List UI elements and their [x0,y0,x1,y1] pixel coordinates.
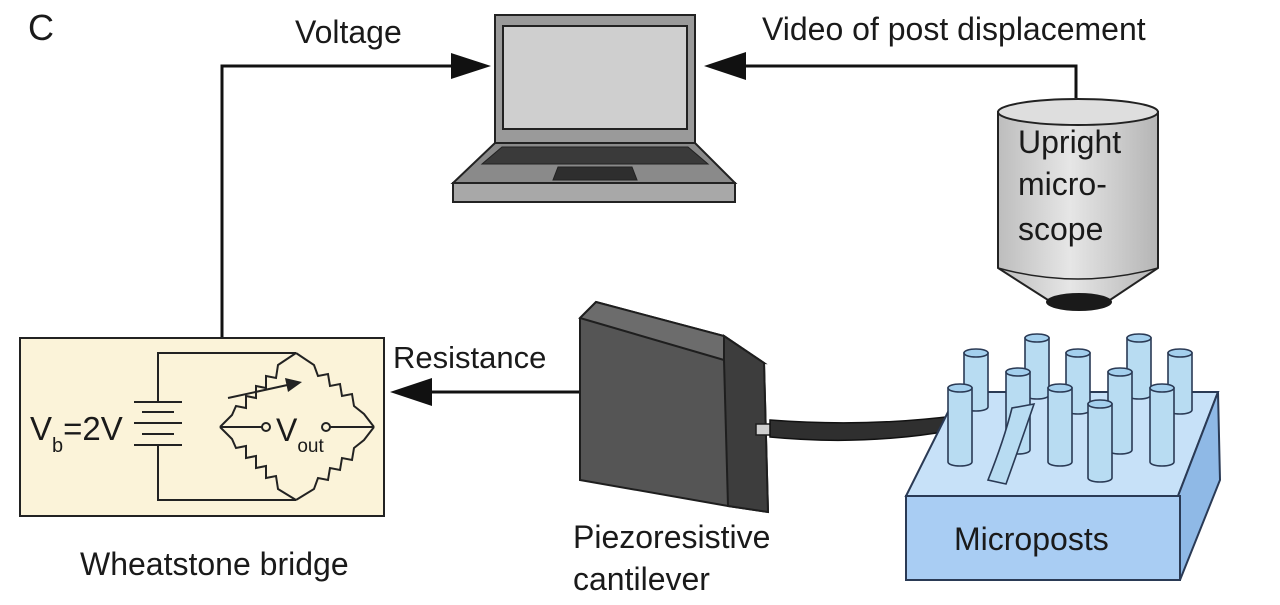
vb-value: =2V [63,410,123,447]
cantilever-label-line-1: Piezoresistive [573,519,770,555]
wheatstone-bridge-caption: Wheatstone bridge [80,546,349,582]
micropost [1107,367,1133,455]
objective-lens-icon [1046,293,1112,311]
vb-subscript: b [52,435,63,457]
substrate-front-face [905,495,1181,581]
resistance-signal-line [390,378,582,406]
video-signal-line [704,52,1078,98]
resistance-arrowhead [390,378,432,406]
microposts-label: Microposts [954,521,1109,557]
variable-resistor-arrowhead [285,378,302,392]
microscope-label-line-2: micro- [1018,166,1107,202]
variable-resistor-arrow-icon [227,383,293,399]
video-label: Video of post displacement [762,11,1146,47]
output-voltage-label: Vout [276,412,324,457]
panel-label: C [28,7,54,48]
cantilever-label-line-2: cantilever [573,561,710,597]
battery-voltage-label: Vb=2V [30,410,123,457]
video-arrowhead [704,52,746,80]
microscope-label-line-1: Upright [1018,124,1121,160]
microscope-icon [997,98,1159,311]
vout-subscript: out [297,436,324,457]
battery-symbol-icon [134,401,182,446]
voltage-signal-line [220,53,491,338]
voltage-arrowhead [451,53,491,79]
microscope-label-line-3: scope [1018,211,1103,247]
micropost [947,383,973,467]
output-terminals-icon [220,422,374,432]
laptop-icon [450,14,738,203]
micropost [1087,399,1113,483]
micropost [1149,383,1175,467]
cantilever-holder-icon [578,300,779,514]
vout-symbol: V [276,412,298,448]
voltage-label: Voltage [295,14,402,50]
resistance-label: Resistance [393,340,546,375]
microposts-group [947,333,1193,485]
vb-symbol: V [30,410,52,447]
micropost [1047,383,1073,467]
deflected-micropost [986,402,1036,485]
bridge-circuit [134,352,375,501]
